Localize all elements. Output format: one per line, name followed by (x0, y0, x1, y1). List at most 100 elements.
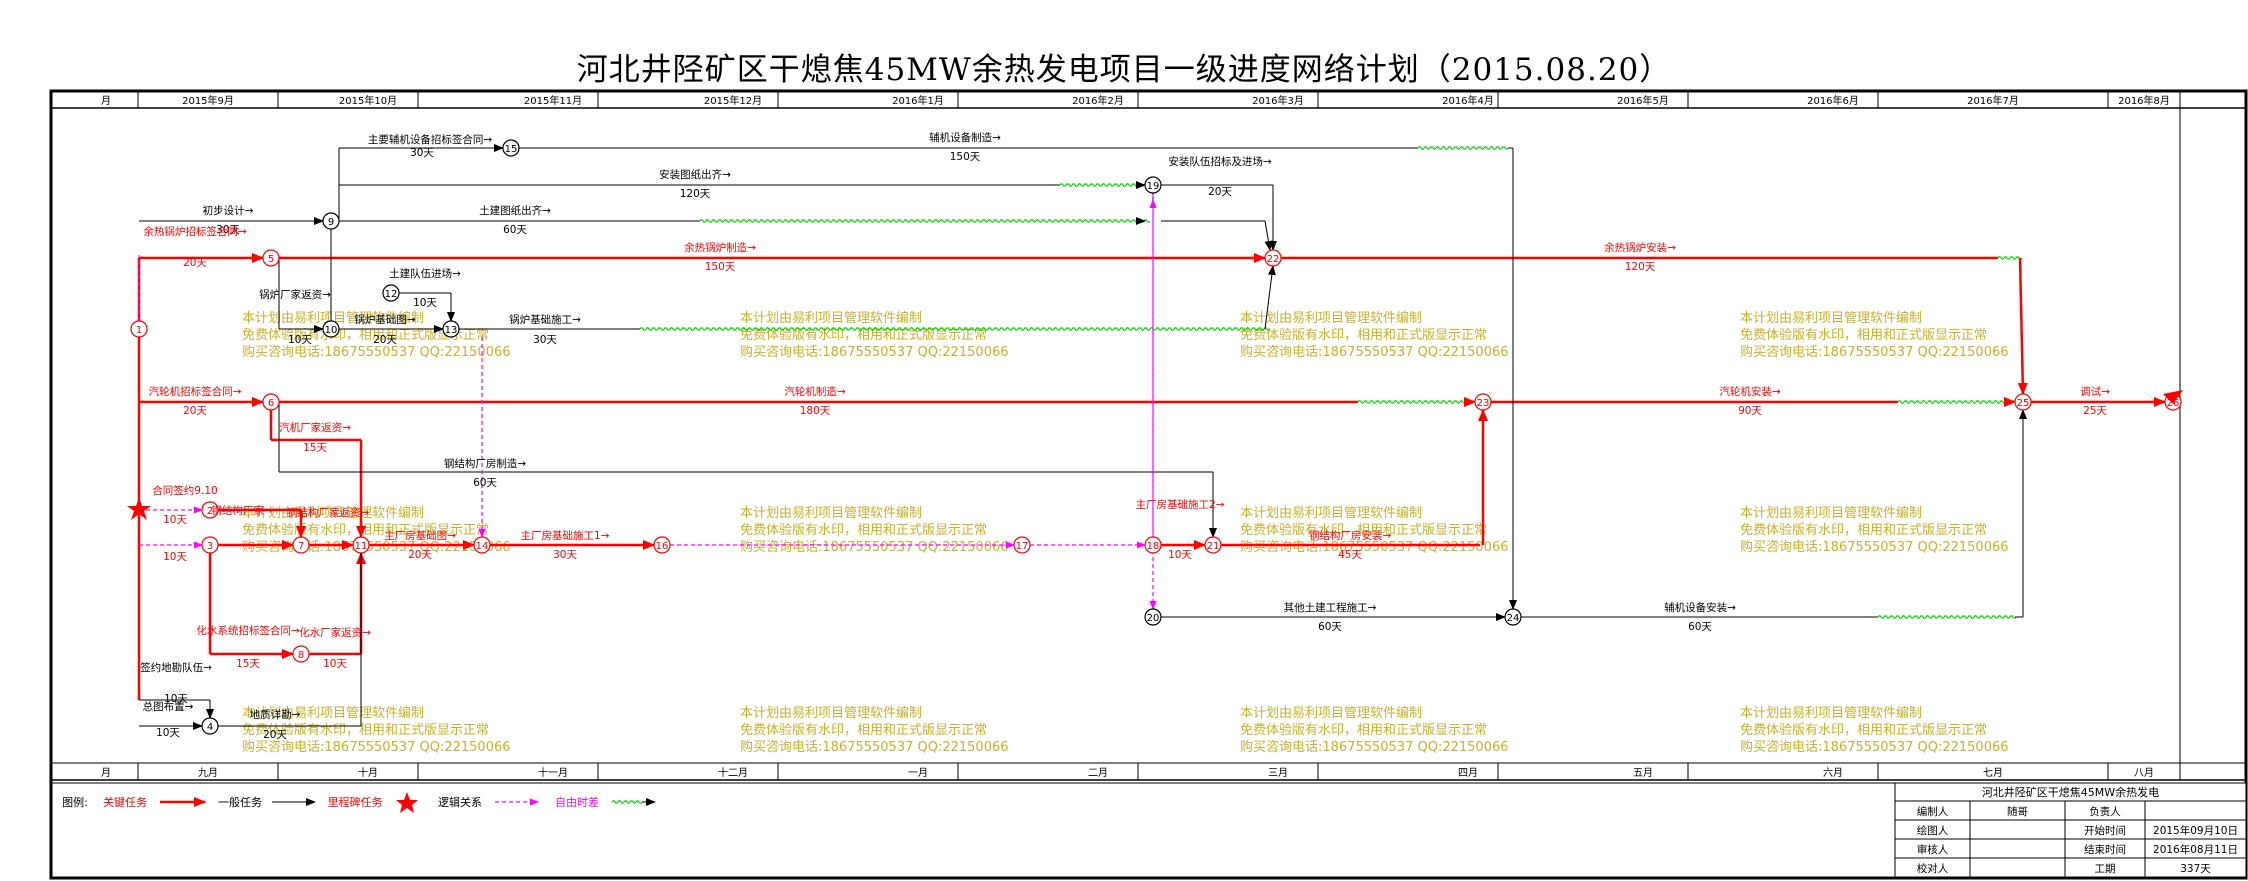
legend-milestone-star (396, 792, 418, 813)
watermark-text: 购买咨询电话:18675550537 QQ:22150066 (242, 344, 511, 360)
free-float (1997, 256, 2023, 260)
event-node (1474, 393, 1492, 411)
timescale-month: 2015年12月 (704, 94, 762, 107)
info-cell: 校对人 (1917, 862, 1949, 875)
event-node-number: 19 (1147, 181, 1160, 192)
free-float (1059, 183, 1151, 187)
task-name: 余热锅炉制造→ (684, 241, 756, 254)
event-node (382, 284, 400, 302)
task-duration: 25天 (2083, 405, 2107, 417)
task-duration: 10天 (323, 658, 347, 670)
free-float (639, 327, 1271, 331)
event-node (473, 536, 491, 554)
event-node (1264, 249, 1282, 267)
info-cell: 2015年09月10日 (2153, 824, 2238, 837)
event-node (502, 139, 520, 157)
task-duration: 120天 (1625, 261, 1656, 273)
event-node (322, 320, 340, 338)
watermark-text: 免费体验版有水印，相用和正式版显示正常 (740, 522, 987, 538)
timescale-month: 2015年9月 (182, 94, 234, 107)
watermark-text: 免费体验版有水印，相用和正式版显示正常 (242, 327, 489, 343)
event-node (292, 536, 310, 554)
timescale-month: 五月 (1633, 767, 1653, 779)
task-name: 钢结构厂房制造→ (444, 457, 526, 470)
event-node-number: 13 (445, 325, 458, 336)
task-duration: 20天 (373, 334, 397, 346)
task-duration: 15天 (303, 442, 327, 454)
info-cell: 337天 (2180, 863, 2211, 875)
task-name: 调试→ (2080, 386, 2110, 398)
event-node (262, 249, 280, 267)
info-cell: 编制人 (1917, 805, 1949, 818)
task-duration: 20天 (408, 549, 432, 561)
task-duration: 30天 (533, 334, 557, 346)
legend-float: 自由时差 (555, 795, 599, 809)
free-float (1897, 400, 2019, 404)
watermark-text: 购买咨询电话:18675550537 QQ:22150066 (1740, 739, 2009, 755)
task-name: 签约地勘队伍→ (140, 661, 212, 674)
timescale-month: 二月 (1088, 767, 1108, 779)
task-duration: 60天 (1688, 621, 1712, 633)
task-name: 钢结构厂家→ (211, 504, 272, 517)
timescale-month: 2016年2月 (1072, 94, 1124, 107)
timescale-month: 2016年1月 (892, 94, 944, 107)
info-cell: 工期 (2095, 863, 2116, 875)
watermark-text: 本计划由易利项目管理软件编制 (1240, 506, 1422, 521)
timescale-month-label: 月 (101, 95, 111, 107)
task-name: 锅炉厂家返资→ (259, 288, 331, 301)
task-duration: 30天 (216, 224, 240, 236)
task-name: 土建队伍进场→ (389, 267, 461, 280)
task-name: 钢结构厂房安装→ (1309, 529, 1391, 542)
task-duration: 60天 (1318, 621, 1342, 633)
watermark-text: 购买咨询电话:18675550537 QQ:22150066 (242, 739, 511, 755)
task-name: 辅机设备制造→ (929, 131, 1001, 144)
event-node (2014, 393, 2032, 411)
watermark-text: 免费体验版有水印，相用和正式版显示正常 (1740, 522, 1987, 538)
event-node (201, 536, 219, 554)
watermark-text: 本计划由易利项目管理软件编制 (1740, 311, 1922, 326)
watermark-text: 免费体验版有水印，相用和正式版显示正常 (1740, 327, 1987, 343)
outer-frame (49, 89, 2248, 880)
task-name: 其他土建工程施工→ (1284, 601, 1377, 614)
info-cell: 随哥 (2007, 805, 2028, 818)
task-duration: 10天 (413, 297, 437, 309)
watermark-text: 免费体验版有水印，相用和正式版显示正常 (740, 722, 987, 738)
event-node (201, 501, 219, 519)
event-node-number: 22 (1267, 254, 1280, 265)
event-node-number: 17 (1016, 541, 1029, 552)
task-duration: 60天 (473, 477, 497, 489)
watermark-text: 免费体验版有水印，相用和正式版显示正常 (1240, 722, 1487, 738)
task-name: 汽轮机制造→ (784, 385, 845, 398)
event-node-number: 20 (1147, 613, 1160, 624)
task-name: 钢结构厂家返资→ (287, 506, 369, 519)
legend-normal: 一般任务 (218, 796, 262, 809)
task-duration: 150天 (950, 151, 981, 163)
task-duration: 10天 (163, 551, 187, 563)
event-node-number: 25 (2017, 398, 2030, 409)
event-node-number: 16 (656, 541, 669, 552)
timescale-month: 2016年8月 (2118, 94, 2170, 107)
watermark-text: 购买咨询电话:18675550537 QQ:22150066 (740, 539, 1009, 555)
watermark-text: 本计划由易利项目管理软件编制 (242, 706, 424, 721)
watermark-text: 本计划由易利项目管理软件编制 (242, 311, 424, 326)
watermark-text: 购买咨询电话:18675550537 QQ:22150066 (1240, 739, 1509, 755)
task-duration: 10天 (156, 727, 180, 739)
watermark-text: 本计划由易利项目管理软件编制 (1740, 706, 1922, 721)
task-duration: 60天 (503, 224, 527, 236)
task-name: 合同签约9.10 (152, 484, 217, 497)
free-float (699, 219, 1151, 223)
task-name: 安装队伍招标及进场→ (1168, 155, 1271, 168)
event-node-number: 21 (1207, 541, 1220, 552)
event-node (292, 645, 310, 663)
task-duration: 30天 (410, 147, 434, 159)
timescale-month: 2016年7月 (1967, 94, 2019, 107)
event-node (1504, 608, 1522, 626)
task-name: 汽机厂家返资→ (279, 421, 351, 434)
event-node-number: 7 (298, 541, 304, 552)
task-duration: 90天 (1738, 405, 1762, 417)
watermark-text: 本计划由易利项目管理软件编制 (740, 311, 922, 326)
task-name: 化水厂家返资→ (299, 626, 371, 639)
watermark-text: 购买咨询电话:18675550537 QQ:22150066 (1740, 539, 2009, 555)
task-name: 主厂房基础施工1→ (521, 529, 610, 542)
watermark-text: 免费体验版有水印，相用和正式版显示正常 (1240, 522, 1487, 538)
